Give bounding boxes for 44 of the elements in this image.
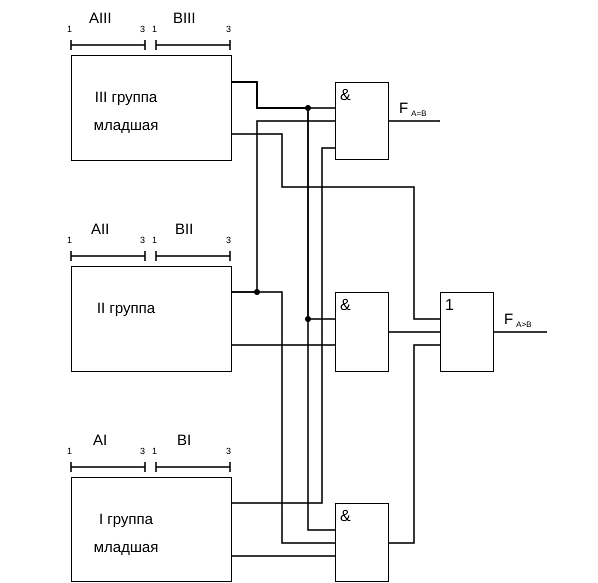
bit-group-label: BII [175,222,194,237]
bit-group-label: BIII [173,11,196,26]
gate-symbol: & [340,509,351,525]
bit-number: 3 [226,236,232,245]
wire [232,291,335,544]
gate-symbol: & [340,88,351,104]
bit-number: 3 [140,447,146,456]
edge-label: F$_{A>B}$ [503,312,533,327]
gate-symbol: 1 [445,298,454,314]
bit-group-label: BI [177,433,192,448]
bit-number: 3 [140,25,146,34]
and-gate [335,82,389,160]
wire [232,147,335,504]
bit-group-label: AI [93,433,108,448]
wire [389,344,440,544]
bit-number: 3 [226,25,232,34]
register-block [71,55,232,161]
wire [389,120,440,122]
edge-label: F$_{A=B}$ [398,101,428,116]
bit-number: 1 [67,447,72,456]
gate-symbol: & [340,298,351,314]
register-block [71,477,232,582]
register-block [71,266,232,372]
wire [232,555,335,557]
wire [232,133,440,320]
block-label: II группа [96,299,156,319]
wire [494,331,547,333]
wire [232,344,335,346]
bit-number: 1 [152,25,158,34]
wire [232,81,335,531]
wire [389,331,440,333]
bit-number: 3 [226,447,232,456]
bit-group-label: AIII [89,11,112,26]
or-gate [440,292,494,372]
bit-number: 1 [67,25,72,34]
block-label: III группа младшая [93,88,159,136]
bit-group-label: AII [91,222,110,237]
and-gate [335,503,389,582]
and-gate [335,292,389,372]
bit-number: 1 [67,236,72,245]
bit-number: 1 [152,236,158,245]
block-label: I группа младшая [93,510,159,558]
bit-number: 1 [152,447,158,456]
bit-number: 3 [140,236,146,245]
